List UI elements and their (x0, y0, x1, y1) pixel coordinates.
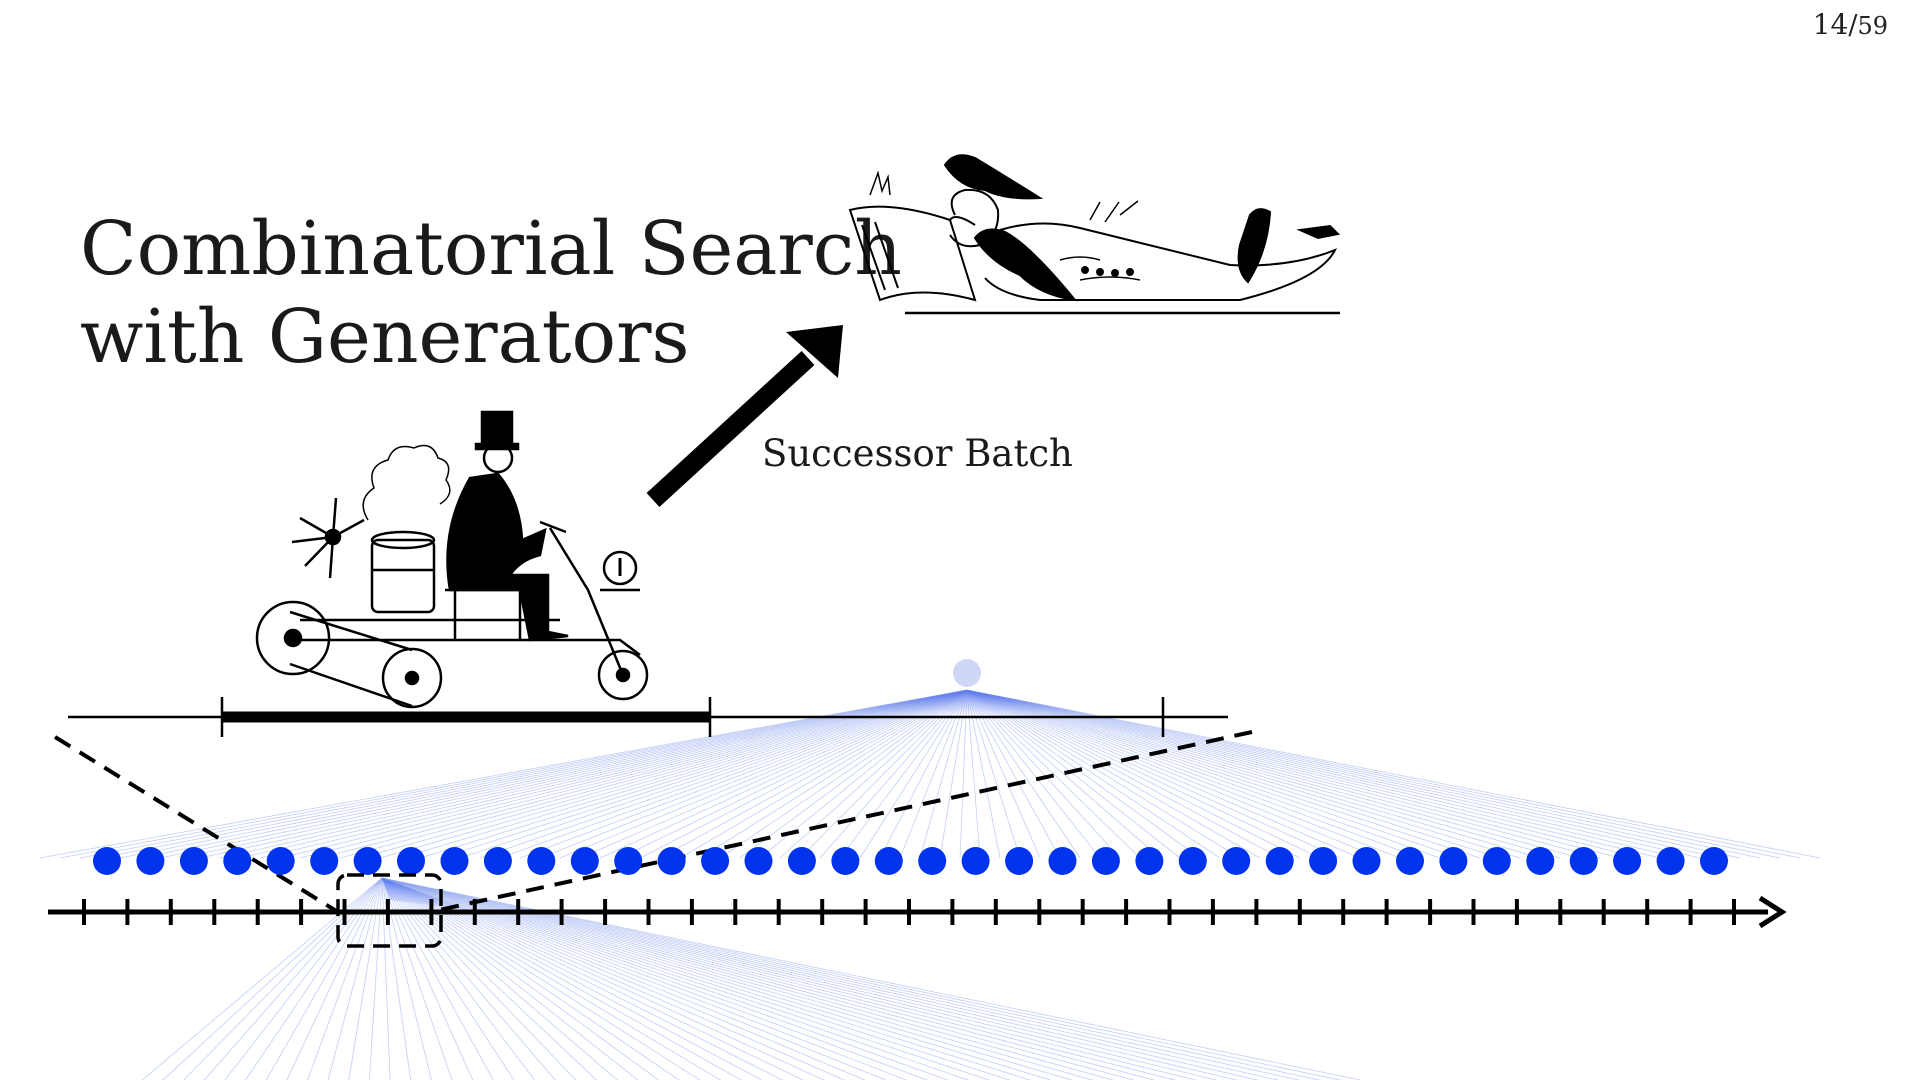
steam-tricycle-illustration (255, 410, 649, 709)
selected-fan-lines (141, 877, 1363, 1080)
successor-node (179, 847, 208, 875)
root-node (953, 659, 981, 687)
page-current: 14 (1812, 8, 1849, 41)
fan-line (966, 689, 1561, 859)
fan-line (966, 689, 1301, 859)
successor-node (223, 847, 252, 875)
fan-line (183, 877, 383, 1080)
fan-line (348, 877, 383, 1080)
fan-line (966, 689, 1801, 859)
successor-node (570, 847, 599, 875)
fan-line (966, 689, 1241, 859)
successor-node (961, 847, 990, 875)
slide-title-line-1: Combinatorial Search (80, 206, 902, 292)
successor-node (1396, 847, 1424, 875)
successor-node (1309, 847, 1338, 875)
fan-glow (830, 690, 1100, 715)
main-axis (48, 895, 1787, 929)
successor-node (918, 847, 947, 875)
successor-node (1222, 847, 1251, 875)
successor-node (1048, 847, 1077, 875)
successor-node (266, 847, 295, 875)
successor-node (1569, 847, 1598, 875)
fan-line (381, 877, 1177, 1080)
successor-node (440, 847, 469, 875)
successor-node (744, 847, 773, 875)
selected-batch-box (336, 873, 443, 948)
axis-ticks (82, 899, 1736, 925)
fan-line (381, 877, 763, 1080)
fan-line (966, 689, 1441, 859)
successor-node (1700, 847, 1728, 875)
successor-node (1482, 847, 1511, 875)
fan-line (381, 877, 1156, 1080)
successor-node (657, 847, 686, 875)
fan-line (381, 877, 970, 1080)
successor-batch-label: Successor Batch (762, 432, 1073, 475)
fan-glow (382, 878, 470, 910)
successor-node (353, 847, 382, 875)
page-separator: / (1848, 10, 1858, 41)
fan-line (381, 877, 1135, 1080)
slide-title-line-2: with Generators (80, 294, 690, 380)
zoom-projection-lines (53, 730, 1253, 914)
successor-node (1178, 847, 1207, 875)
slide-title: Combinatorial Search with Generators (80, 205, 902, 381)
fan-line (162, 877, 383, 1080)
fan-line (966, 689, 1521, 859)
successor-node (1613, 847, 1642, 875)
successor-node (831, 847, 860, 875)
up-right-arrow-icon (646, 325, 843, 508)
successor-node (310, 847, 339, 875)
successor-node (483, 847, 512, 875)
successor-node (136, 847, 165, 875)
fan-line (966, 689, 1701, 859)
fan-line (959, 689, 968, 859)
axis-arrowhead-icon (1758, 895, 1787, 929)
fan-line (966, 689, 1581, 859)
fan-line (966, 689, 1321, 859)
successor-node (1091, 847, 1120, 875)
fan-line (381, 877, 1032, 1080)
successor-node (787, 847, 816, 875)
fan-line (966, 689, 1761, 859)
zoom-line-right (429, 730, 1253, 914)
successor-node (397, 847, 425, 875)
fan-line (381, 877, 1115, 1080)
zoom-line-left (53, 735, 340, 914)
successor-node (701, 847, 730, 875)
page-counter: 14/59 (1813, 8, 1888, 41)
successor-nodes (93, 847, 1728, 875)
successor-node (614, 847, 643, 875)
successor-node (1135, 847, 1164, 875)
successor-node (1526, 847, 1555, 875)
successor-node (1005, 847, 1034, 875)
successor-node (1265, 847, 1294, 875)
fan-line (381, 877, 1053, 1080)
fan-line (381, 877, 1073, 1080)
fan-line (966, 689, 1461, 859)
successor-node (1656, 847, 1685, 875)
successor-node (527, 847, 556, 875)
successor-node (1352, 847, 1381, 875)
successor-node (874, 847, 903, 875)
successor-node (93, 847, 121, 875)
fan-line (966, 689, 1781, 859)
reclining-reader-illustration (848, 154, 1341, 315)
fan-line (381, 877, 1218, 1080)
successor-node (1439, 847, 1468, 875)
fan-line (966, 689, 1661, 859)
fan-line (799, 689, 968, 859)
upper-timeline (68, 697, 1228, 737)
page-total: 59 (1857, 12, 1888, 40)
fan-line (966, 689, 1821, 859)
fan-line (245, 877, 383, 1080)
